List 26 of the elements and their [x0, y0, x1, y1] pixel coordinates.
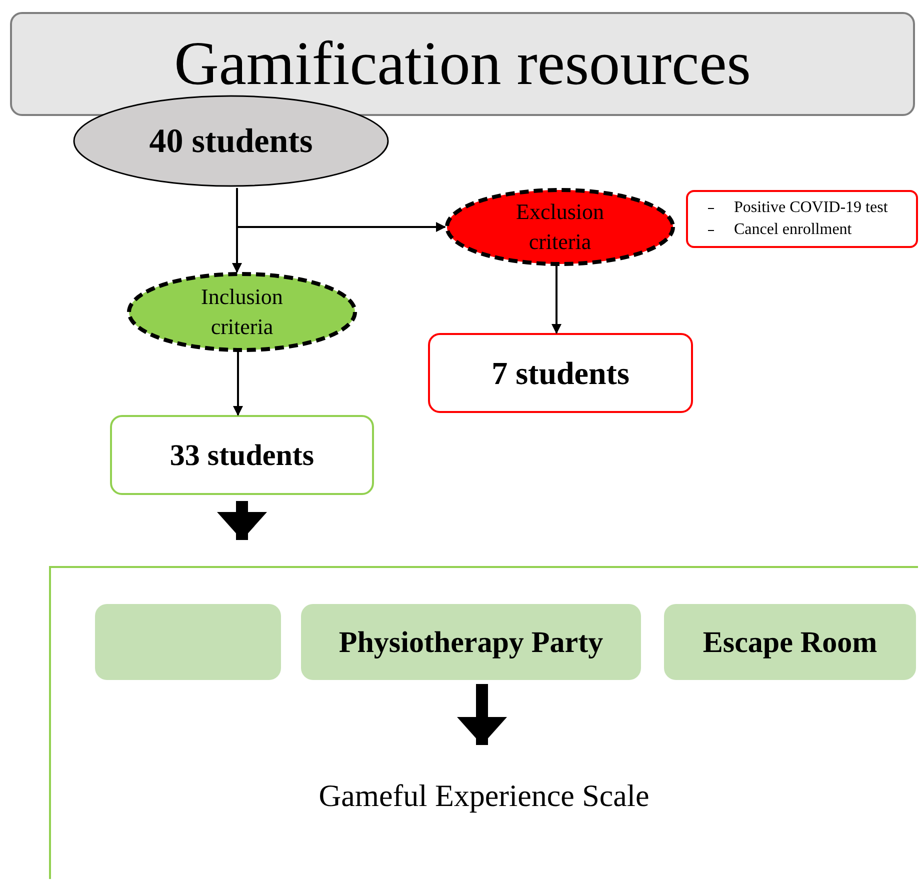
criteria-box: [686, 190, 918, 248]
process-box: [95, 604, 281, 680]
block-arrow: [217, 501, 267, 540]
criteria-item: Cancel enrollment: [734, 220, 852, 240]
arrow: [236, 188, 446, 232]
node-label: Physiotherapy Party: [338, 624, 604, 660]
scale-label: Gameful Experience Scale: [318, 776, 650, 815]
process-box: [428, 333, 693, 413]
exclusion-ellipse: [445, 188, 675, 266]
arrow: [552, 266, 562, 334]
node-label: Gamification resources: [174, 33, 751, 95]
node-label: 7 students: [492, 354, 630, 393]
inclusion-ellipse: [127, 272, 357, 352]
title-box: [10, 12, 915, 116]
criteria-item: Positive COVID-19 test: [734, 198, 888, 218]
process-box: [301, 604, 641, 680]
node-label: Exclusion criteria: [515, 198, 605, 256]
node-label: 33 students: [170, 438, 314, 474]
node-label: Inclusion criteria: [200, 283, 284, 341]
process-box: [110, 415, 374, 495]
node-label: Escape Room: [702, 624, 878, 660]
node-label: 40 students: [149, 122, 313, 162]
arrow: [233, 352, 243, 416]
block-arrow: [457, 684, 507, 745]
process-box: [664, 604, 916, 680]
start-ellipse: [72, 94, 390, 188]
